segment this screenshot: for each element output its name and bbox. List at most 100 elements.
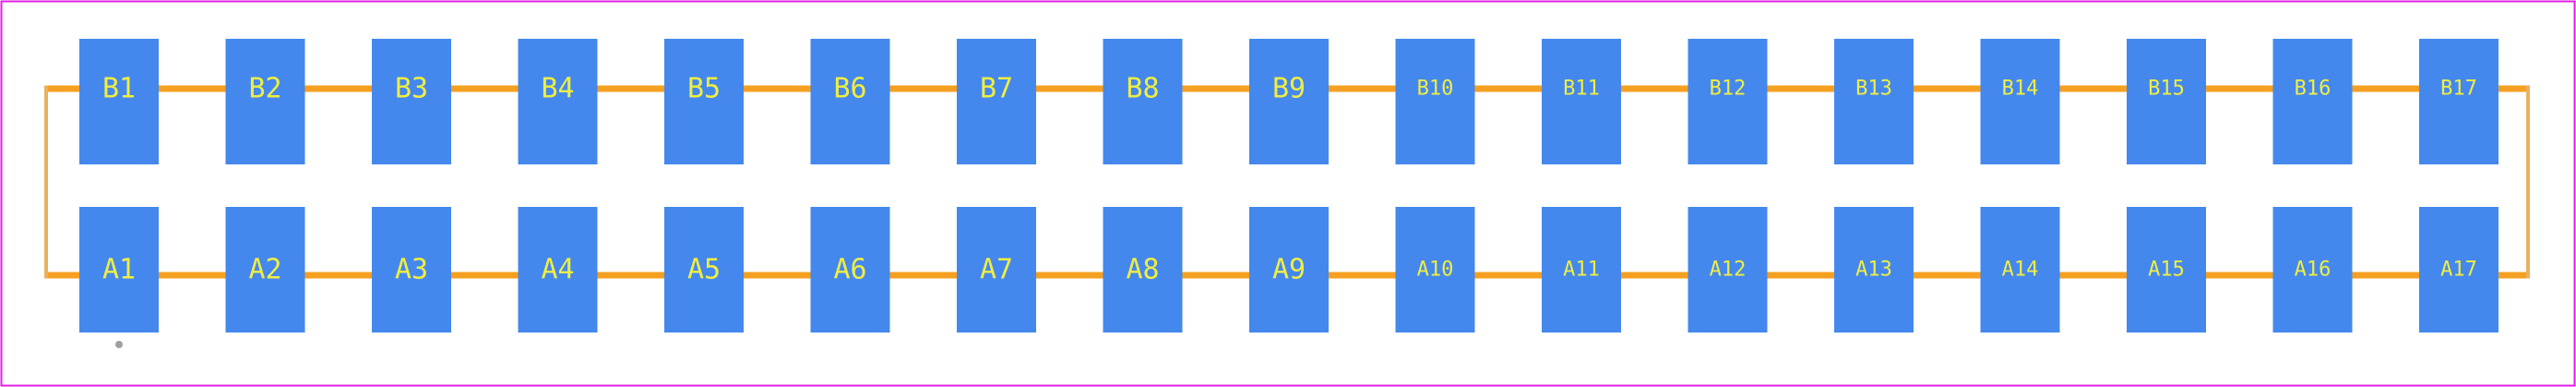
pad-shape <box>1103 207 1183 333</box>
pad-shape <box>518 39 598 164</box>
pad-b13[interactable]: B13 <box>1834 39 1914 164</box>
pad-label: B17 <box>2440 78 2477 101</box>
pad-a1[interactable]: A1 <box>79 207 159 333</box>
pad-b17[interactable]: B17 <box>2419 39 2498 164</box>
pad-shape <box>1542 39 1621 164</box>
pad-label: A13 <box>1855 259 1892 282</box>
pad-a17[interactable]: A17 <box>2419 207 2498 333</box>
pad-shape <box>664 207 744 333</box>
pad-shape <box>225 207 305 333</box>
pad-b14[interactable]: B14 <box>1980 39 2060 164</box>
pad-label: A10 <box>1417 259 1454 282</box>
pad-a13[interactable]: A13 <box>1834 207 1914 333</box>
pad-a6[interactable]: A6 <box>810 207 890 333</box>
pad-shape <box>957 207 1036 333</box>
pad-label: A3 <box>395 254 428 286</box>
pad-shape <box>1688 207 1768 333</box>
pad-b7[interactable]: B7 <box>957 39 1036 164</box>
pad-label: B4 <box>541 73 574 105</box>
pad-shape <box>1249 207 1329 333</box>
pad-shape <box>2127 207 2206 333</box>
pad-label: B2 <box>248 73 281 105</box>
pad-a2[interactable]: A2 <box>225 207 305 333</box>
pad-label: A14 <box>2002 259 2039 282</box>
pad-shape <box>664 39 744 164</box>
pad-label: B11 <box>1563 78 1600 101</box>
pad-label: B10 <box>1417 78 1454 101</box>
pad-shape <box>1103 39 1183 164</box>
pad-shape <box>1980 39 2060 164</box>
pad-label: A11 <box>1563 259 1600 282</box>
pad-b1[interactable]: B1 <box>79 39 159 164</box>
pad-shape <box>2272 207 2353 333</box>
pad-b4[interactable]: B4 <box>518 39 598 164</box>
pad-shape <box>372 39 451 164</box>
pad-shape <box>2419 39 2498 164</box>
pad-b9[interactable]: B9 <box>1249 39 1329 164</box>
pad-layer: B1 B2 B3 B4 B5 B6 B7 B8 B9 B10 B11 B12 B13 B14 B15 B16 B… <box>79 39 2498 333</box>
pad-a5[interactable]: A5 <box>664 207 744 333</box>
trace-left-edge <box>44 85 48 279</box>
pad-label: A5 <box>687 254 721 286</box>
pad-label: B13 <box>1855 78 1892 101</box>
pad-label: B12 <box>1710 78 1747 101</box>
pad-label: A6 <box>833 254 866 286</box>
pad-shape <box>1395 39 1475 164</box>
pad-b15[interactable]: B15 <box>2127 39 2206 164</box>
pad-label: B6 <box>833 73 866 105</box>
pad-b5[interactable]: B5 <box>664 39 744 164</box>
pad-shape <box>2419 207 2498 333</box>
pad-a4[interactable]: A4 <box>518 207 598 333</box>
pad-shape <box>225 39 305 164</box>
pad-shape <box>1395 207 1475 333</box>
pad-label: B16 <box>2295 78 2332 101</box>
pad-b16[interactable]: B16 <box>2272 39 2353 164</box>
pad-label: B15 <box>2148 78 2185 101</box>
pad-shape <box>810 39 890 164</box>
pad-a15[interactable]: A15 <box>2127 207 2206 333</box>
pad-shape <box>2127 39 2206 164</box>
pad-shape <box>957 39 1036 164</box>
pad-b3[interactable]: B3 <box>372 39 451 164</box>
pad-shape <box>518 207 598 333</box>
pad-label: B8 <box>1126 73 1159 105</box>
pad-label: A1 <box>102 254 136 286</box>
pad-a10[interactable]: A10 <box>1395 207 1475 333</box>
pad-b11[interactable]: B11 <box>1542 39 1621 164</box>
pad-label: B7 <box>980 73 1013 105</box>
pad-label: A16 <box>2295 259 2332 282</box>
pad-label: A4 <box>541 254 574 286</box>
trace-right-edge <box>2526 85 2530 279</box>
pad-shape <box>2272 39 2353 164</box>
pad-b2[interactable]: B2 <box>225 39 305 164</box>
pad-shape <box>1542 207 1621 333</box>
pad-label: B14 <box>2002 78 2039 101</box>
pad-b12[interactable]: B12 <box>1688 39 1768 164</box>
pad-label: A12 <box>1710 259 1747 282</box>
pad-shape <box>810 207 890 333</box>
pad-a7[interactable]: A7 <box>957 207 1036 333</box>
pad-a8[interactable]: A8 <box>1103 207 1183 333</box>
pad-a9[interactable]: A9 <box>1249 207 1329 333</box>
pad-label: A9 <box>1272 254 1306 286</box>
pad-shape <box>1688 39 1768 164</box>
pad-b8[interactable]: B8 <box>1103 39 1183 164</box>
pad-b6[interactable]: B6 <box>810 39 890 164</box>
pad-shape <box>1980 207 2060 333</box>
pad-label: B3 <box>395 73 428 105</box>
pad-a3[interactable]: A3 <box>372 207 451 333</box>
pad-a14[interactable]: A14 <box>1980 207 2060 333</box>
pad-b10[interactable]: B10 <box>1395 39 1475 164</box>
pad-label: A2 <box>248 254 281 286</box>
pad-shape <box>1834 207 1914 333</box>
pad-a11[interactable]: A11 <box>1542 207 1621 333</box>
pad-shape <box>1834 39 1914 164</box>
pad-a12[interactable]: A12 <box>1688 207 1768 333</box>
pad-label: A15 <box>2148 259 2185 282</box>
pad-a16[interactable]: A16 <box>2272 207 2353 333</box>
pad-label: B9 <box>1272 73 1306 105</box>
pin1-dot-icon <box>115 341 123 348</box>
pad-label: A8 <box>1126 254 1159 286</box>
